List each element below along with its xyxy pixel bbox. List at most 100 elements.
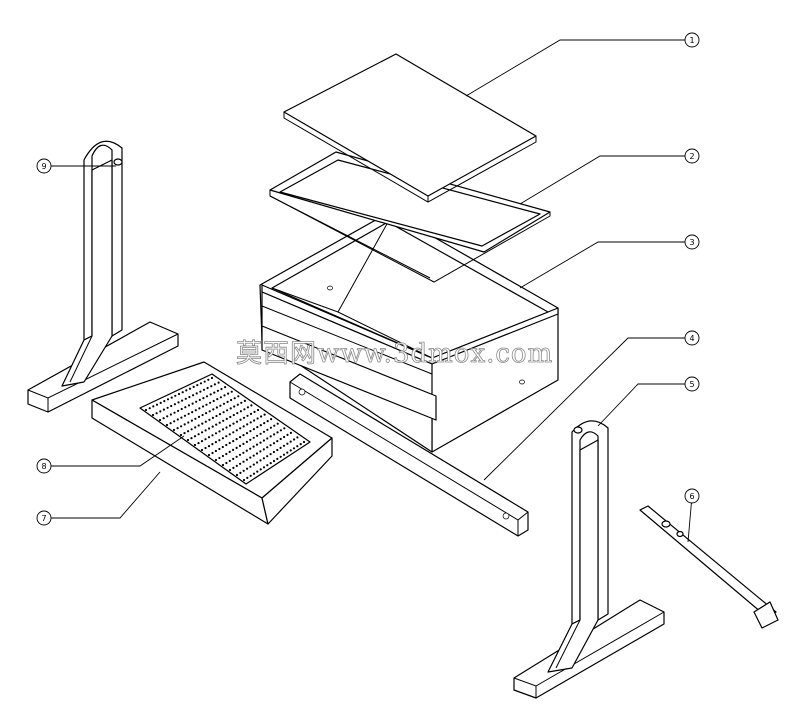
sieve-hole: [296, 436, 299, 439]
sieve-hole: [245, 458, 248, 461]
sieve-hole: [223, 394, 226, 397]
sieve-hole: [204, 446, 207, 450]
sieve-hole: [185, 389, 188, 392]
sieve-hole: [249, 447, 252, 450]
sieve-hole: [296, 445, 299, 448]
sieve-hole: [204, 438, 207, 441]
sieve-hole: [232, 431, 235, 434]
sieve-hole: [207, 453, 211, 457]
sieve-hole: [259, 450, 262, 453]
sieve-hole: [222, 402, 226, 405]
sieve-hole: [218, 439, 221, 442]
sieve-hole: [259, 441, 262, 444]
sieve-hole: [222, 411, 225, 414]
sieve-hole: [245, 449, 248, 452]
sieve-hole: [228, 424, 232, 427]
sieve-hole: [256, 434, 259, 437]
sieve-hole: [269, 426, 272, 429]
sieve-hole: [228, 459, 231, 462]
sieve-hole: [249, 456, 252, 459]
sieve-hole: [232, 413, 235, 417]
sieve-hole: [183, 414, 187, 417]
sieve-hole: [208, 418, 211, 421]
sieve-hole: [226, 400, 229, 403]
sieve-hole: [170, 404, 173, 408]
sieve-hole: [240, 401, 243, 404]
sieve-hole: [263, 422, 266, 425]
sieve-hole: [204, 420, 207, 423]
sieve-hole: [229, 407, 232, 410]
sieve-hole: [293, 438, 296, 441]
sieve-hole: [262, 466, 266, 469]
sieve-hole: [205, 412, 208, 415]
sieve-hole: [192, 394, 195, 397]
sieve-hole: [228, 450, 231, 453]
sieve-hole: [197, 415, 201, 418]
sieve-hole: [184, 406, 187, 409]
sieve-hole: [292, 447, 296, 450]
sieve-hole: [197, 442, 200, 445]
sieve-hole: [266, 464, 269, 467]
sieve-hole: [272, 459, 276, 463]
sieve-hole: [179, 433, 183, 437]
sieve-hole: [276, 440, 279, 443]
balloon-6: 6: [684, 488, 700, 504]
sieve-hole: [198, 407, 201, 410]
sieve-hole: [211, 434, 214, 437]
sieve-hole: [262, 448, 265, 451]
balloon-5-label: 5: [689, 380, 694, 389]
sieve-hole: [215, 423, 218, 426]
sieve-hole: [173, 403, 176, 406]
sieve-hole: [220, 387, 223, 391]
sieve-hole: [219, 396, 222, 399]
sieve-hole: [235, 420, 239, 423]
sieve-hole: [252, 472, 256, 475]
sieve-hole: [198, 398, 201, 401]
sieve-hole: [219, 404, 222, 407]
sieve-hole: [235, 473, 239, 477]
sieve-hole: [177, 392, 181, 396]
watermark: 莫西网www.3dmox.com: [236, 339, 553, 369]
sieve-hole: [214, 458, 218, 462]
sieve-hole: [218, 421, 221, 424]
sieve-hole: [266, 446, 269, 449]
sieve-hole: [259, 424, 262, 427]
sieve-hole: [253, 419, 256, 422]
sieve-hole: [272, 442, 276, 445]
balloon-1-label: 1: [689, 36, 694, 45]
sieve-hole: [255, 443, 259, 446]
balloon-4-label: 4: [689, 334, 694, 343]
sieve-hole: [174, 394, 177, 397]
sieve-hole: [194, 409, 197, 412]
sieve-hole: [246, 414, 249, 417]
sieve-hole: [209, 401, 212, 404]
sieve-hole: [186, 438, 190, 442]
sieve-hole: [282, 453, 286, 456]
balloon-2: 2: [684, 148, 700, 164]
sieve-hole: [249, 412, 253, 415]
top-plate: [283, 53, 537, 203]
side-rail: [289, 373, 529, 537]
sieve-hole: [283, 435, 286, 439]
sieve-hole: [246, 467, 249, 470]
sieve-hole: [177, 409, 180, 412]
sieve-hole: [279, 446, 282, 449]
sieve-hole: [279, 429, 282, 432]
balloon-4: 4: [684, 330, 700, 346]
sieve-hole: [221, 454, 224, 458]
sieve-hole: [270, 418, 273, 421]
sieve-hole: [163, 400, 166, 403]
sieve-hole: [238, 444, 242, 447]
sieve-hole: [155, 412, 158, 415]
sieve-hole: [225, 417, 228, 420]
sieve-hole: [207, 378, 210, 381]
sieve-hole: [249, 465, 252, 468]
sieve-hole: [242, 478, 246, 482]
sieve-hole: [302, 440, 306, 444]
sieve-hole: [196, 384, 199, 387]
sieve-hole: [253, 410, 256, 413]
sieve-hole: [205, 395, 209, 398]
sieve-hole: [299, 443, 302, 446]
